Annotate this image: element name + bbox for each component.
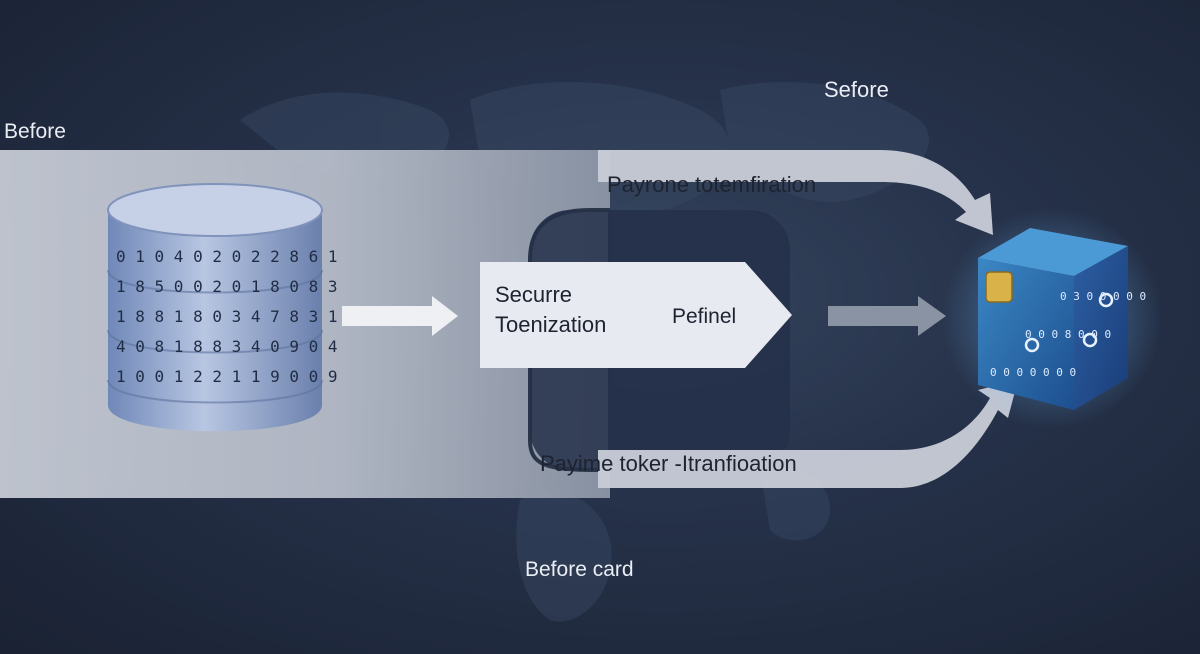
cube-digit-row: 0 0 0 8 0 0 0 xyxy=(1025,328,1111,341)
database-digit-row: 1 0 0 1 2 2 1 1 9 0 0 9 xyxy=(116,367,338,386)
secure-tokenization-label-line1: Securre xyxy=(495,282,573,307)
cube-digits: 0 3 0 0 0 0 0 0 0 0 8 0 0 0 0 0 0 0 0 0 0 xyxy=(990,290,1146,379)
database-digit-row: 1 8 5 0 0 2 0 1 8 0 8 3 xyxy=(116,277,338,296)
chip-icon xyxy=(985,271,1013,303)
database-digit-row: 4 0 8 1 8 8 3 4 0 9 0 4 xyxy=(116,337,338,356)
token-cube: 0 3 0 0 0 0 0 0 0 0 8 0 0 0 0 0 0 0 0 0 0 xyxy=(942,208,1162,428)
arrow-db-to-token xyxy=(342,296,458,336)
cube-digit-row: 0 0 0 0 0 0 0 xyxy=(990,366,1076,379)
database-digit-row: 0 1 0 4 0 2 0 2 2 8 6 1 xyxy=(116,247,338,266)
arrow-token-to-cube xyxy=(828,296,946,336)
before-card-label: Before card xyxy=(525,558,634,581)
top-arrow xyxy=(598,150,993,235)
cube-digit-row: 0 3 0 0 0 0 0 xyxy=(1060,290,1146,303)
database-digits: 0 1 0 4 0 2 0 2 2 8 6 11 8 5 0 0 2 0 1 8… xyxy=(116,247,338,386)
database-cylinder: 0 1 0 4 0 2 0 2 2 8 6 11 8 5 0 0 2 0 1 8… xyxy=(107,183,338,432)
database-digit-row: 1 8 8 1 8 0 3 4 7 8 3 1 xyxy=(116,307,338,326)
secure-tokenization-label-line2: Toenization xyxy=(495,312,607,337)
before-label-left: Before xyxy=(4,120,66,143)
bottom-arrow xyxy=(598,380,1018,488)
pefinel-label: Pefinel xyxy=(672,305,737,328)
before-label-right: Sefore xyxy=(824,77,889,102)
top-arrow-label: Payrone totemfiration xyxy=(607,172,817,197)
tokenization-arrow xyxy=(480,262,792,368)
bottom-arrow-label: Payime toker -Itranfioation xyxy=(540,451,797,476)
